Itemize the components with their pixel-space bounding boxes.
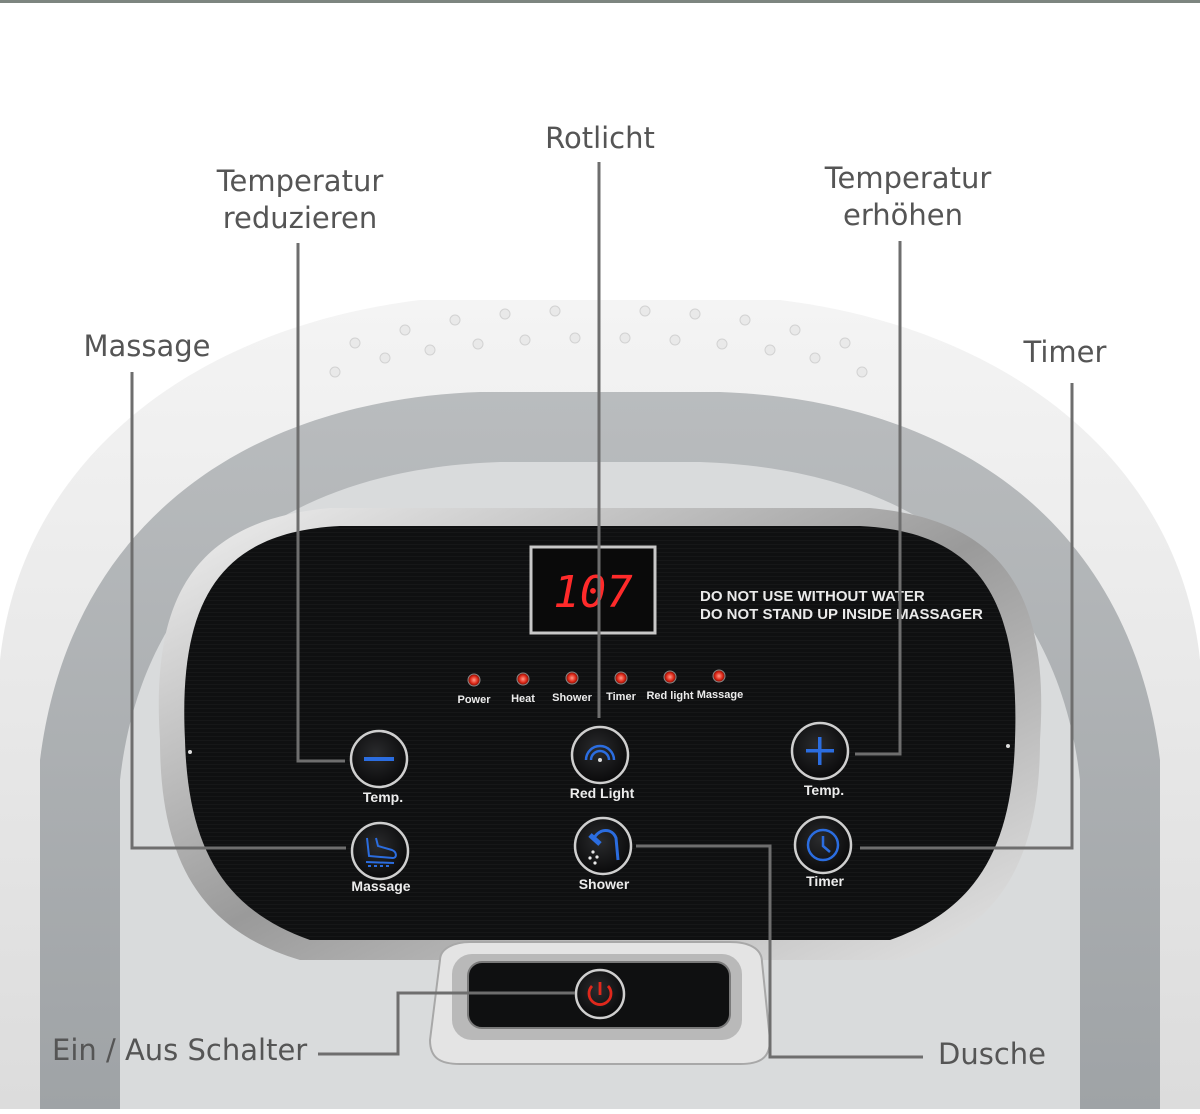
indicator-label-power: Power <box>457 694 491 706</box>
callout-temp-up-line1: Temperatur <box>824 161 992 195</box>
indicator-label-red-light: Red light <box>646 690 693 702</box>
power-icon <box>587 982 613 1006</box>
callout-lines <box>130 162 1074 1059</box>
callout-power-switch: Ein / Aus Schalter <box>52 1033 308 1067</box>
warning-line-1: DO NOT USE WITHOUT WATER <box>700 588 925 605</box>
power-switch-line <box>318 991 575 1056</box>
massage-label: Massage <box>351 878 410 894</box>
indicator-label-massage: Massage <box>697 689 743 701</box>
callout-rotlicht: Rotlicht <box>545 121 655 155</box>
callout-temp-down-line1: Temperatur <box>216 164 384 198</box>
temp-plus-button[interactable] <box>790 721 850 781</box>
temp-minus-label: Temp. <box>363 789 403 805</box>
top-border <box>0 0 1200 3</box>
callout-temp-up-line2: erhöhen <box>843 198 963 232</box>
shower-led-icon <box>565 671 579 685</box>
power-led-icon <box>467 673 481 687</box>
massage-button[interactable] <box>350 821 410 881</box>
plus-icon <box>806 737 834 765</box>
indicator-label-shower: Shower <box>552 692 592 704</box>
display-value: 107 <box>553 567 633 618</box>
indicator-leds: Power Heat Shower Timer Red light Massag… <box>457 669 743 706</box>
led-display <box>529 545 657 635</box>
rim-dots <box>329 305 868 378</box>
shower-button[interactable] <box>573 816 633 876</box>
callout-timer: Timer <box>1023 335 1107 369</box>
red-light-icon <box>584 744 616 762</box>
heat-led-icon <box>516 672 530 686</box>
timer-button[interactable] <box>793 815 853 875</box>
screw-right <box>1006 744 1010 748</box>
timer-led-icon <box>614 671 628 685</box>
red-light-button[interactable] <box>570 725 630 785</box>
massage-led-icon <box>712 669 726 683</box>
dusche-line <box>636 844 923 1059</box>
temp-up-line <box>855 241 902 756</box>
timer-line <box>860 383 1074 850</box>
temp-minus-button[interactable] <box>349 729 409 789</box>
callout-temp-down-line2: reduzieren <box>222 201 378 235</box>
power-button[interactable] <box>574 968 626 1020</box>
shower-icon <box>588 829 620 865</box>
temp-plus-label: Temp. <box>804 782 844 798</box>
foot-icon <box>365 837 397 867</box>
clock-icon <box>806 828 840 862</box>
red-light-label: Red Light <box>570 785 635 801</box>
callout-dusche: Dusche <box>938 1037 1046 1071</box>
minus-icon <box>364 757 394 761</box>
callout-massage: Massage <box>83 329 211 363</box>
warning-line-2: DO NOT STAND UP INSIDE MASSAGER <box>700 606 983 623</box>
massage-line <box>130 372 346 850</box>
red-light-led-icon <box>663 670 677 684</box>
screw-left <box>188 750 192 754</box>
temp-down-line <box>296 243 345 763</box>
timer-label: Timer <box>806 873 844 889</box>
indicator-label-heat: Heat <box>511 693 535 705</box>
shower-label: Shower <box>579 876 630 892</box>
indicator-label-timer: Timer <box>606 691 636 703</box>
